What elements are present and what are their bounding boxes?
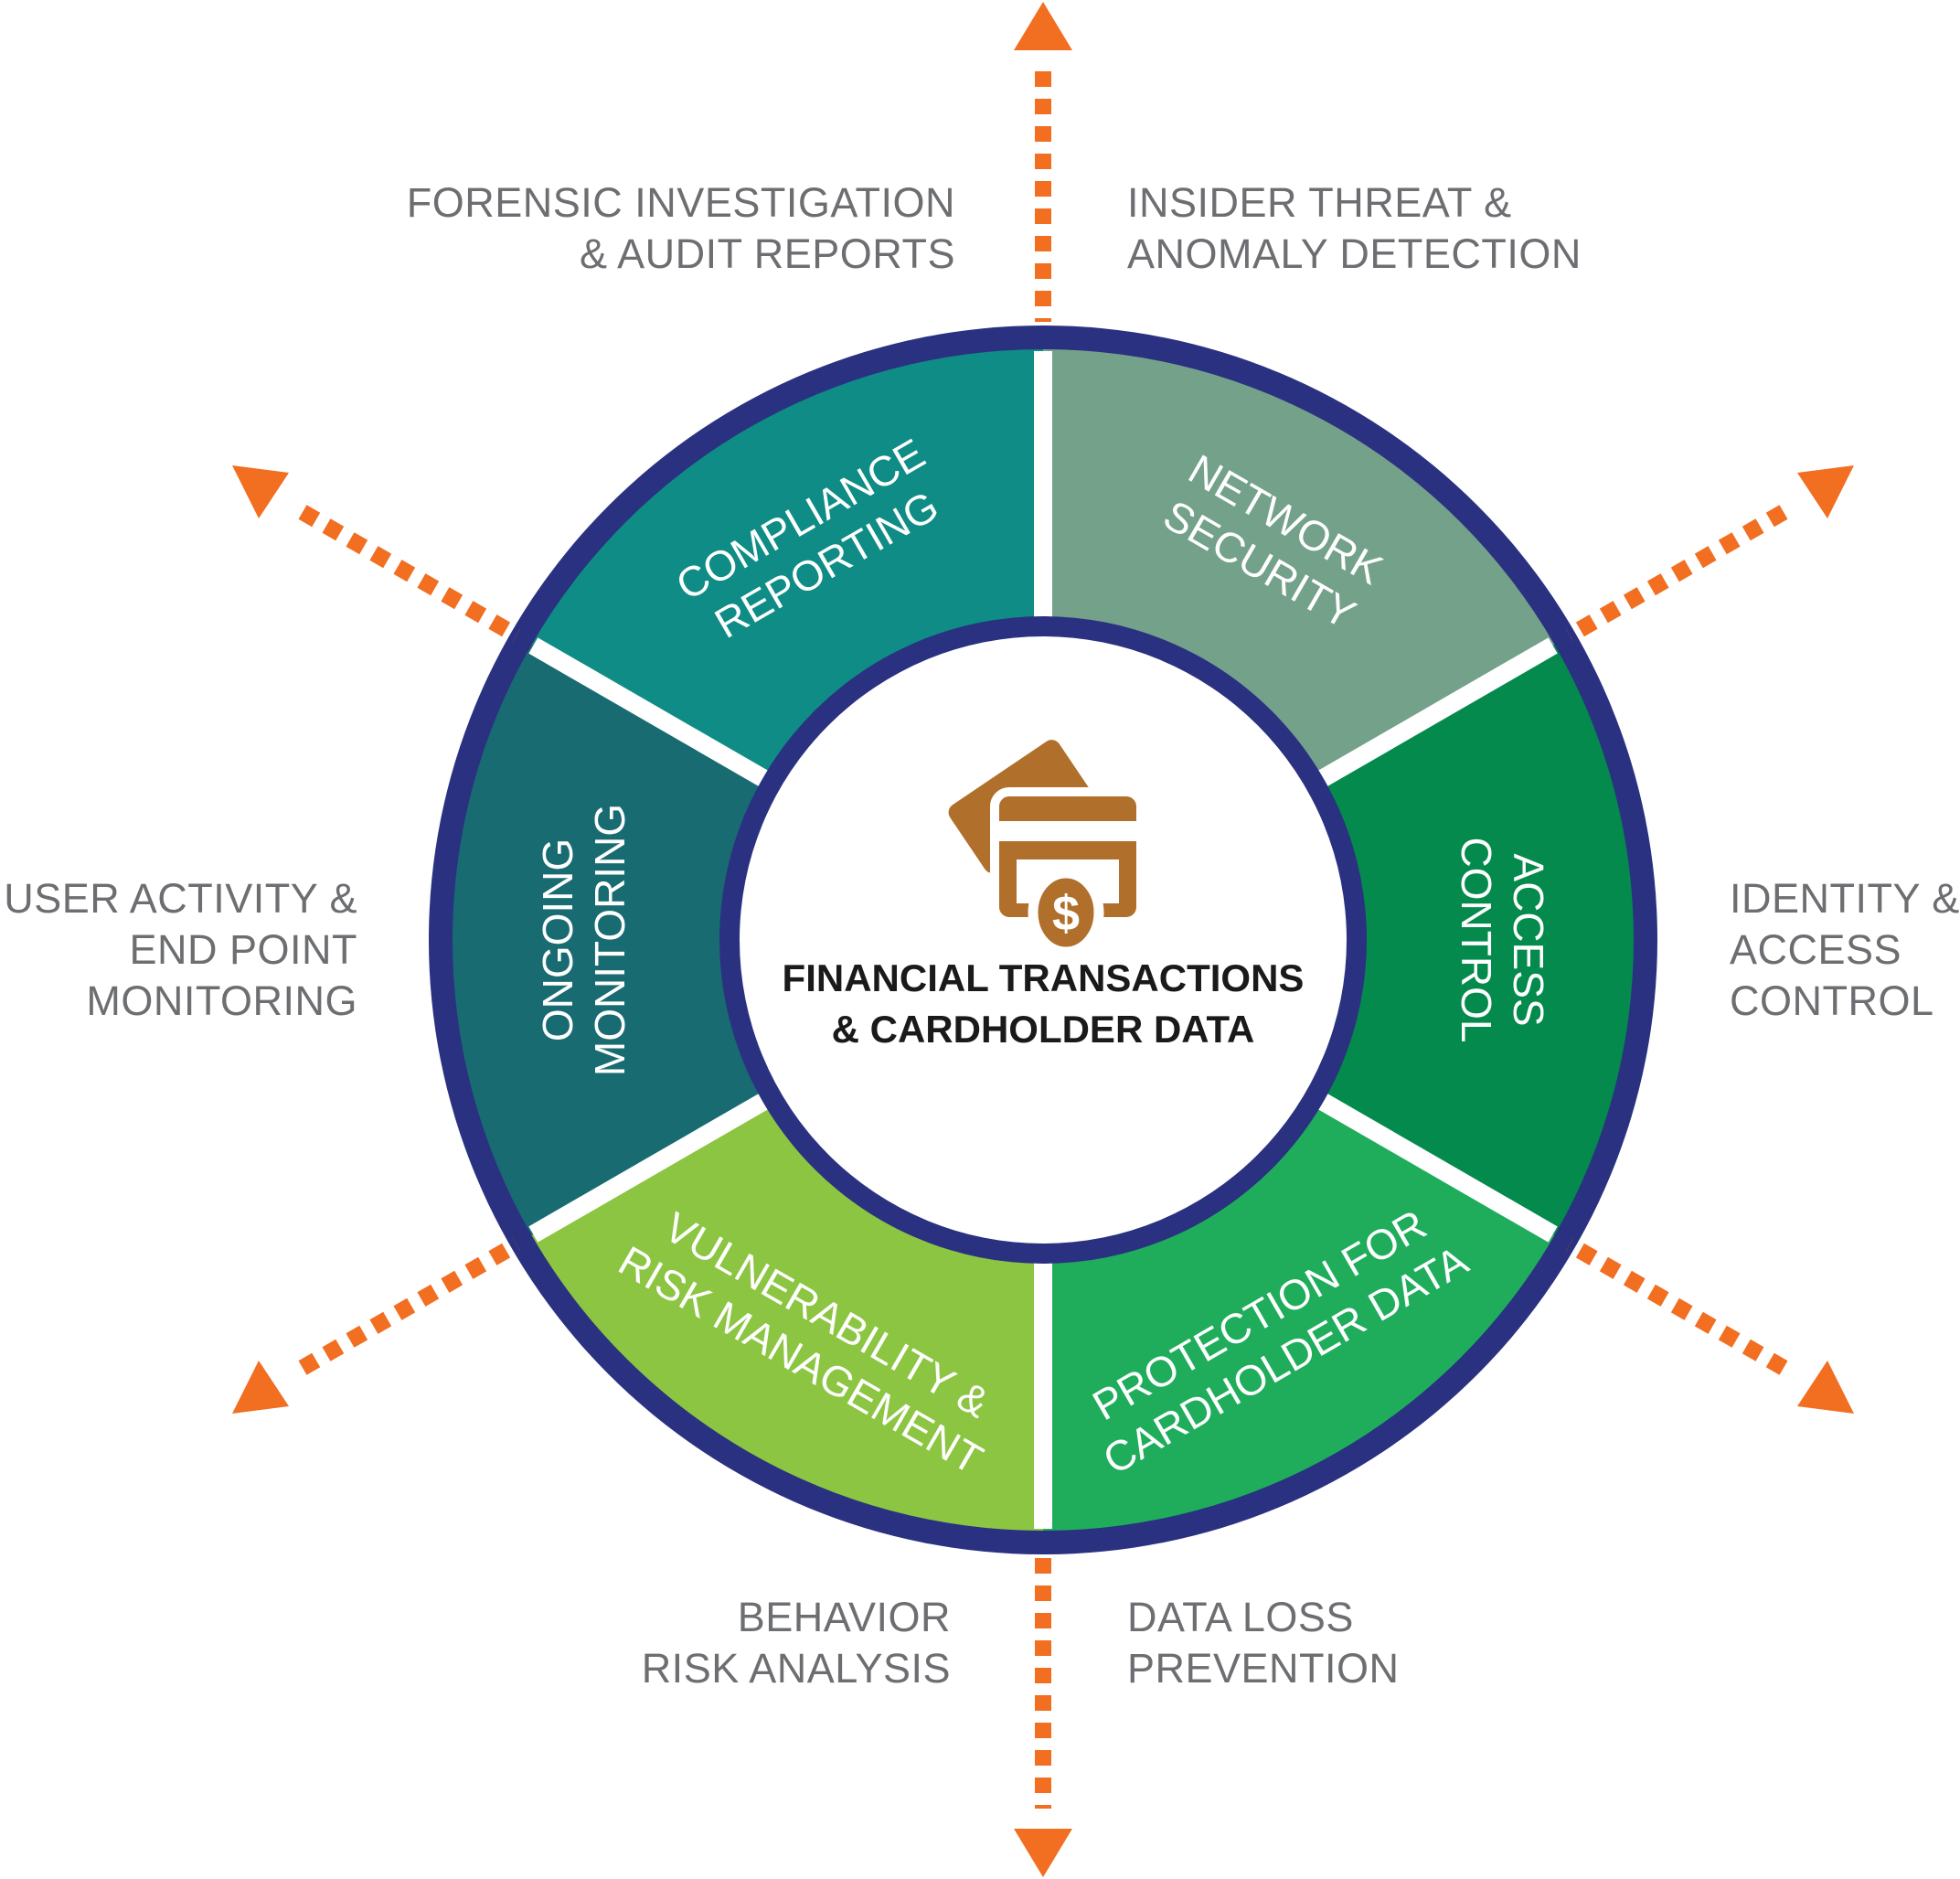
label-line: USER ACTIVITY &	[4, 875, 357, 922]
arrow-head-upper-right	[1797, 465, 1854, 518]
label-line: CONTROL	[1453, 837, 1500, 1043]
label-line: ACCESS	[1505, 853, 1552, 1027]
label-line: PREVENTION	[1127, 1645, 1400, 1692]
label-forensic-investigation: FORENSIC INVESTIGATION & AUDIT REPORTS	[407, 177, 955, 280]
arrow-head-bottom	[1014, 1829, 1072, 1877]
arrow-line-lower-left	[298, 1237, 521, 1375]
dollar-coin	[1028, 868, 1104, 957]
label-insider-threat: INSIDER THREAT & ANOMALY DETECTION	[1127, 177, 1582, 280]
label-behavior-risk-analysis: BEHAVIOR RISK ANALYSIS	[642, 1592, 951, 1694]
label-line: END POINT	[129, 926, 357, 973]
label-line: FORENSIC INVESTIGATION	[406, 179, 955, 226]
label-line: RISK ANALYSIS	[641, 1645, 951, 1692]
dollar-symbol: $	[1052, 886, 1080, 941]
center-title-line1: FINANCIAL TRANSACTIONS	[782, 956, 1305, 999]
label-line: INSIDER THREAT &	[1127, 179, 1512, 226]
dotted-arrow-lines	[298, 71, 1788, 1809]
arrow-head-top	[1014, 2, 1072, 50]
segment-label-ongoing-monitoring: ONGOING MONITORING	[532, 804, 636, 1076]
center-title-line2: & CARDHOLDER DATA	[831, 1008, 1255, 1051]
arrow-heads	[232, 2, 1854, 1877]
center-title: FINANCIAL TRANSACTIONS & CARDHOLDER DATA	[783, 953, 1305, 1055]
arrow-head-upper-left	[232, 465, 289, 518]
label-line: ACCESS	[1730, 926, 1902, 973]
arrow-line-lower-right	[1565, 1237, 1788, 1375]
label-line: BEHAVIOR	[737, 1594, 951, 1640]
label-line: IDENTITY &	[1730, 875, 1960, 922]
label-line: CONTROL	[1730, 977, 1934, 1024]
label-line: ONGOING	[534, 838, 581, 1042]
label-line: MONITORING	[86, 977, 357, 1024]
arrow-head-lower-left	[232, 1361, 289, 1414]
label-line: MONITORING	[586, 803, 634, 1077]
label-line: ANOMALY DETECTION	[1127, 230, 1582, 277]
arrow-line-upper-left	[298, 505, 521, 643]
card-stripe	[990, 821, 1145, 841]
label-identity-access-control: IDENTITY & ACCESS CONTROL	[1730, 873, 1960, 1027]
credit-card-icon: $	[937, 729, 1145, 957]
label-line: DATA LOSS	[1127, 1594, 1354, 1640]
segment-label-access-control: ACCESS CONTROL	[1450, 838, 1554, 1043]
arrow-head-lower-right	[1797, 1361, 1854, 1414]
arrow-line-upper-right	[1565, 505, 1788, 643]
label-data-loss-prevention: DATA LOSS PREVENTION	[1127, 1592, 1400, 1694]
label-line: & AUDIT REPORTS	[580, 230, 955, 277]
label-user-activity-endpoint: USER ACTIVITY & END POINT MONITORING	[4, 873, 357, 1027]
